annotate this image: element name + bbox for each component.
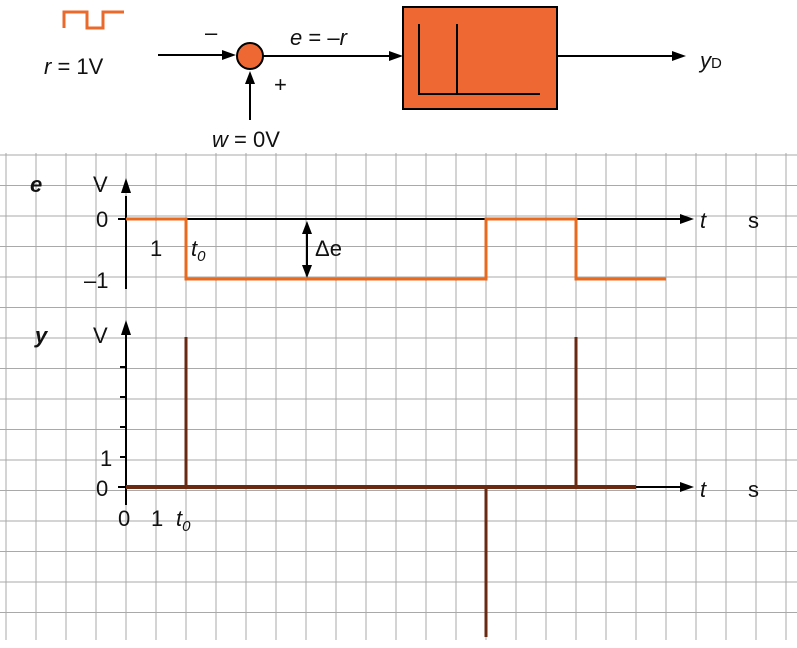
pulse-icon bbox=[62, 10, 124, 30]
e-tick-0: 0 bbox=[96, 207, 108, 232]
y-xaxis-unit: s bbox=[748, 477, 759, 502]
y-tick-x0: 0 bbox=[118, 506, 130, 531]
e-tick-x1: 1 bbox=[150, 236, 162, 261]
delta-e-label: Δe bbox=[315, 236, 342, 261]
y-tick-0: 0 bbox=[96, 476, 108, 501]
minus-sign: – bbox=[205, 20, 218, 45]
y-axis-y-arrowhead bbox=[121, 320, 131, 335]
output-arrowhead bbox=[672, 51, 686, 61]
e-tick-t0: t0 bbox=[191, 236, 206, 265]
output-chart: y V 0 1 0 1 t0 t s bbox=[34, 320, 759, 637]
input-arrowhead bbox=[222, 50, 236, 60]
disturbance-arrowhead bbox=[245, 71, 255, 84]
e-xaxis-title: t bbox=[700, 208, 707, 233]
error-arrowhead bbox=[389, 51, 403, 61]
e-tick-minus1: –1 bbox=[84, 268, 108, 293]
delta-e-arrow-up bbox=[302, 221, 312, 234]
error-label: e = –r bbox=[290, 25, 349, 50]
e-xaxis-unit: s bbox=[748, 208, 759, 233]
reference-label: r = 1V bbox=[44, 54, 104, 79]
y-impulses bbox=[184, 337, 578, 637]
error-chart: e V 0 –1 1 t0 t s Δe bbox=[30, 172, 759, 293]
e-axis-x-arrowhead bbox=[680, 214, 694, 224]
y-tick-1: 1 bbox=[100, 446, 112, 471]
y-axis-minor-ticks bbox=[120, 366, 126, 458]
output-label: yD bbox=[698, 48, 722, 73]
y-axis-unit: V bbox=[93, 323, 108, 348]
y-axis-x-arrowhead bbox=[680, 482, 694, 492]
e-signal-trace bbox=[126, 217, 666, 281]
e-axis-unit: V bbox=[93, 172, 108, 197]
disturbance-label: w = 0V bbox=[212, 127, 280, 152]
derivative-symbol bbox=[418, 24, 540, 95]
y-tick-x1: 1 bbox=[151, 506, 163, 531]
plus-sign: + bbox=[274, 72, 287, 97]
block-diagram: r = 1V – + w = 0V e = –r yD bbox=[44, 6, 722, 152]
delta-e-arrow-down bbox=[302, 265, 312, 278]
y-tick-t0: t0 bbox=[176, 506, 191, 535]
summing-junction bbox=[236, 42, 264, 70]
derivative-block bbox=[402, 6, 558, 110]
grid bbox=[0, 153, 797, 640]
e-axis-y-arrowhead bbox=[121, 178, 131, 193]
y-axis-title: y bbox=[34, 323, 49, 348]
y-xaxis-title: t bbox=[700, 477, 707, 502]
e-axis-title: e bbox=[30, 172, 42, 197]
